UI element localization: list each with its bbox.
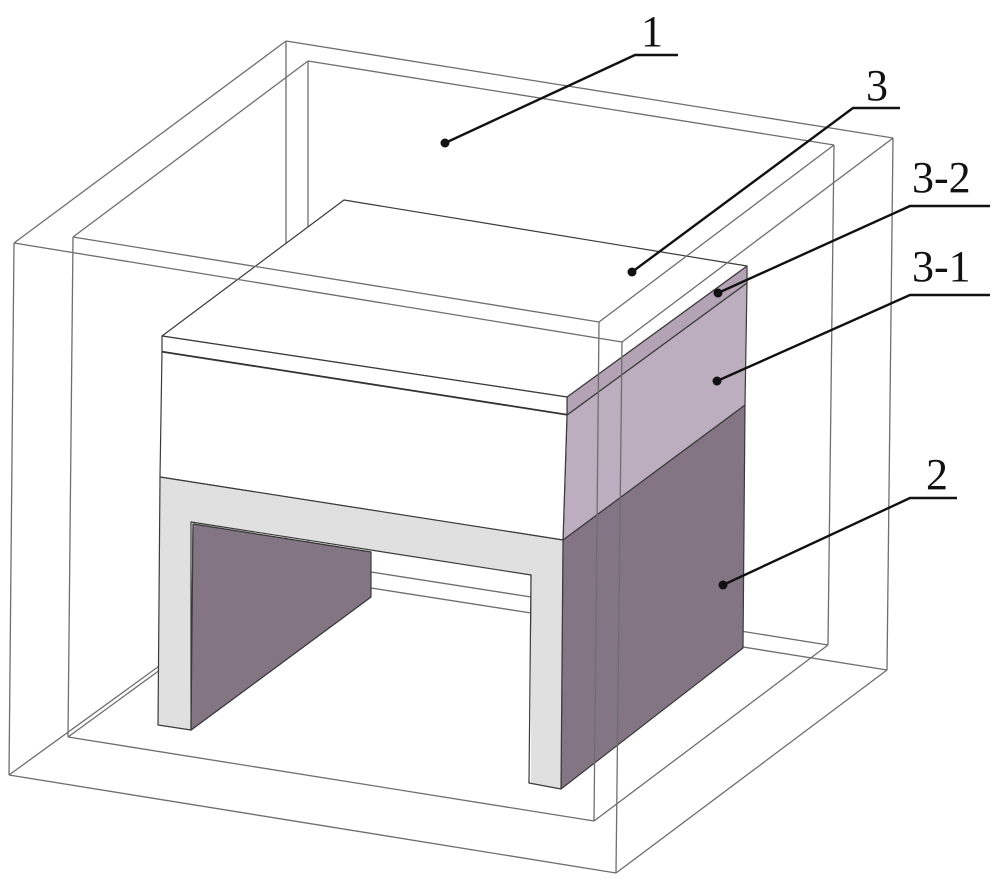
leader-line: [444, 53, 678, 145]
leader-line: [722, 496, 957, 587]
opening-right-edge: [528, 574, 532, 784]
outer-right-top-edge: [621, 137, 894, 343]
callout-3-1: 3-1: [712, 242, 990, 386]
label-3-1: 3-1: [912, 242, 971, 291]
leader-dot: [627, 267, 637, 277]
outer-front-bottom-edge: [8, 774, 617, 874]
outer-back-top-edge: [285, 40, 894, 139]
label-3-2: 3-2: [912, 153, 971, 202]
outer-front-top-edge: [13, 242, 623, 343]
inner-front-right-vertical: [593, 321, 600, 822]
leader-line: [717, 204, 990, 295]
visible-outer-back-bottom-edge: [370, 587, 532, 614]
outer-right-bottom-edge: [615, 669, 888, 874]
opening-backdrop: [371, 552, 531, 783]
label-3: 3: [866, 61, 888, 110]
outer-left-top-edge: [13, 40, 287, 244]
leader-dot: [712, 376, 722, 386]
callout-2: 2: [718, 450, 957, 590]
leader-dot: [440, 138, 450, 148]
inner-back-top-edge: [307, 60, 835, 146]
inner-left-top-edge: [72, 60, 309, 238]
leader-dot: [718, 580, 728, 590]
inner-right-top-edge: [598, 144, 835, 323]
callout-1: 1: [440, 7, 678, 148]
callout-3-2: 3-2: [713, 153, 990, 298]
callout-3: 3: [627, 61, 900, 277]
outer-front-left-vertical: [8, 242, 15, 776]
outer-front-right-vertical: [615, 341, 623, 874]
leader-dot: [713, 288, 723, 298]
label-1: 1: [641, 7, 663, 56]
outer-back-right-vertical: [886, 137, 894, 671]
left-leg-inner-face-outline: [190, 523, 372, 731]
leader-line: [716, 293, 990, 383]
inner-back-right-vertical: [827, 144, 835, 646]
inner-front-bottom-edge: [67, 736, 595, 822]
inner-right-bottom-edge: [593, 644, 829, 822]
stand-assembly: [157, 199, 748, 790]
label-2: 2: [926, 450, 948, 499]
container-front-edges: [8, 137, 894, 874]
inner-front-top-edge: [72, 236, 600, 323]
inner-front-left-vertical: [67, 236, 74, 738]
leader-line: [631, 106, 900, 273]
visible-inner-back-bottom-edge: [370, 571, 532, 598]
